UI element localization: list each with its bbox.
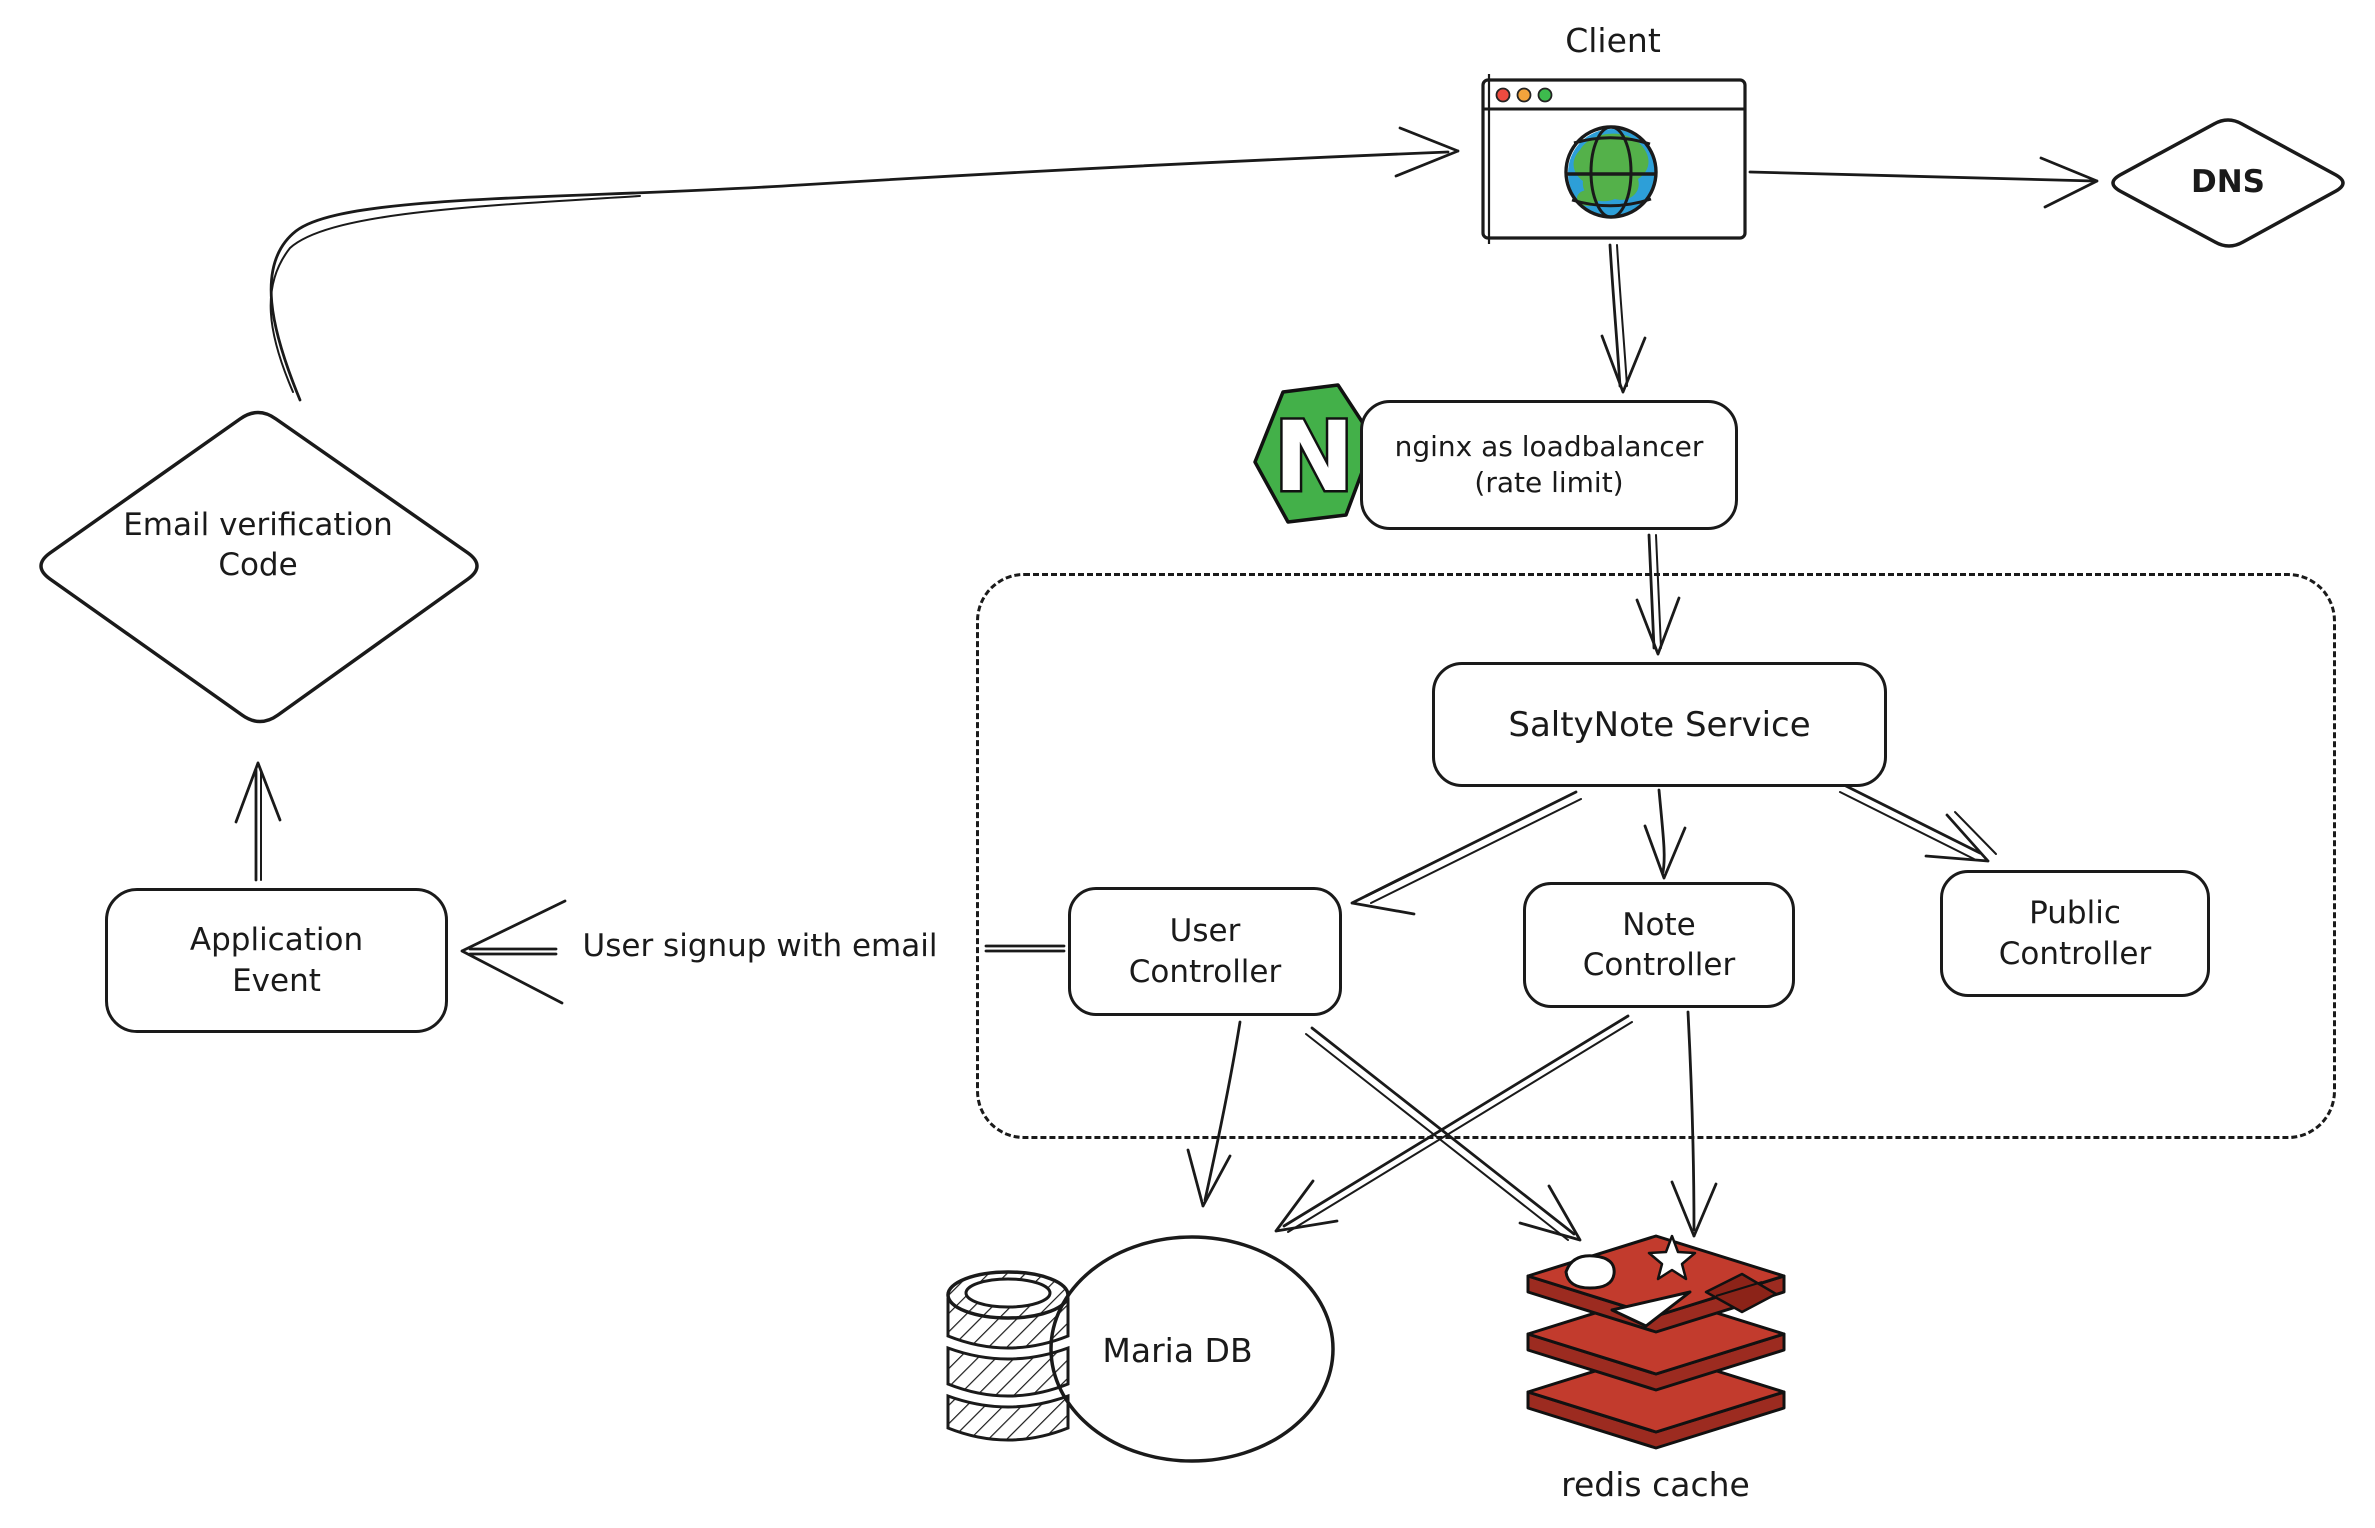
dns-diamond (2111, 118, 2345, 248)
nginx-label-line2: (rate limit) (1474, 466, 1624, 499)
application-event-line1: Application (189, 922, 364, 959)
public-controller-line2: Controller (1998, 935, 2152, 972)
signup-edge-label: User signup with email (582, 928, 938, 964)
redis-blob-shape (1564, 1254, 1616, 1290)
service-boundary (976, 573, 2336, 1139)
user-controller-box: User Controller (1068, 887, 1342, 1016)
email-verification-line1: Email (123, 507, 210, 543)
arrow-usercontroller-to-redis (1305, 1026, 1582, 1242)
browser-dot-red (1495, 87, 1511, 103)
email-verification-label: Email verification Code (98, 505, 418, 585)
note-controller-line1: Note (1622, 906, 1696, 943)
nginx-loadbalancer-box: nginx as loadbalancer (rate limit) (1360, 400, 1738, 530)
application-event-line2: Event (232, 962, 321, 999)
nginx-icon: N (1253, 383, 1376, 524)
email-verification-diamond (39, 410, 479, 724)
globe-icon (1564, 125, 1658, 219)
public-controller-line1: Public (2029, 895, 2121, 932)
nginx-logo-letter: N (1274, 401, 1354, 513)
arrow-usercontroller-to-applicationevent (460, 899, 1066, 1005)
arrow-notecontroller-to-mariadb (1274, 1014, 1633, 1233)
mariadb-cylinder-icon (946, 1270, 1070, 1442)
saltynote-service-box: SaltyNote Service (1432, 662, 1887, 787)
arrow-saltynote-to-notecontroller (1643, 788, 1687, 880)
redis-diamond-shape (1704, 1272, 1778, 1314)
browser-dot-yellow (1516, 87, 1532, 103)
user-controller-line2: Controller (1128, 953, 1282, 990)
user-controller-line1: User (1169, 913, 1241, 950)
arrow-nginx-to-saltynote (1635, 533, 1681, 656)
browser-dot-green (1537, 87, 1553, 103)
redis-triangle-shape (1610, 1290, 1692, 1328)
redis-label: redis cache (1561, 1465, 1750, 1504)
note-controller-box: Note Controller (1523, 882, 1795, 1008)
application-event-box: Application Event (105, 888, 448, 1033)
redis-stack-icon (1526, 1234, 1786, 1450)
arrow-applicationevent-to-emailcode (234, 761, 282, 882)
arrow-emailcode-to-client (269, 126, 1460, 402)
note-controller-line2: Controller (1582, 947, 1736, 983)
arrow-notecontroller-to-redis (1670, 1010, 1718, 1238)
client-label: Client (1565, 21, 1661, 60)
saltynote-label: SaltyNote Service (1508, 704, 1811, 745)
mariadb-label: Maria DB (1102, 1331, 1253, 1370)
arrows-group (234, 126, 2099, 1242)
email-verification-line2: verification (219, 507, 393, 543)
browser-window-icon (1481, 74, 1747, 244)
arrow-client-to-dns (1748, 156, 2099, 209)
mariadb-ellipse (1049, 1235, 1335, 1463)
arrow-saltynote-to-publiccontroller (1839, 784, 1997, 863)
email-verification-line3: Code (218, 547, 298, 583)
arrow-saltynote-to-usercontroller (1350, 790, 1582, 916)
arrow-usercontroller-to-mariadb (1186, 1020, 1242, 1208)
nginx-label-line1: nginx as loadbalancer (1394, 429, 1704, 463)
arrow-client-to-nginx (1600, 243, 1647, 394)
public-controller-box: Public Controller (1940, 870, 2210, 997)
redis-star-shape (1647, 1234, 1697, 1281)
dns-label: DNS (2190, 164, 2265, 200)
mariadb-shape (946, 1235, 1335, 1463)
